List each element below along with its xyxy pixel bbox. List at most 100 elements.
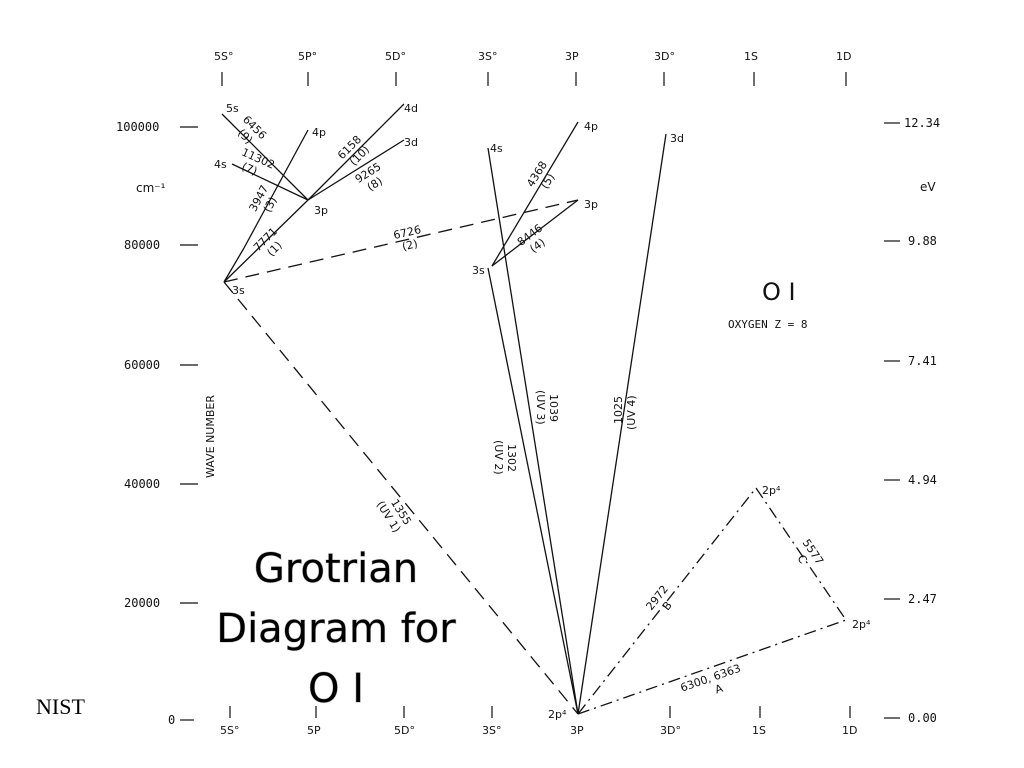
source-label: NIST (36, 694, 85, 719)
left-tick-40000: 40000 (124, 477, 160, 491)
transition-label-1355: 1355 (UV 1) (374, 497, 414, 535)
atom-title: O I (762, 278, 796, 306)
transition-line-6456 (221, 113, 309, 201)
top-term-3P: 3P (565, 50, 579, 63)
transition-line-5577 (755, 487, 847, 621)
level-2p4-1D: 2p⁴ (852, 618, 871, 631)
transition-label-3947: 3947 (3) (247, 183, 280, 215)
right-axis: 12.34 9.88 7.41 4.94 2.47 0.00 eV (884, 116, 940, 725)
transition-label-1025: 1025 (UV 4) (612, 395, 638, 430)
level-4d: 4d (404, 102, 418, 115)
transition-label-6456: 6456 (9) (235, 113, 269, 147)
overlay-title-line-1: Grotrian (254, 546, 418, 592)
right-tick-0.00: 0.00 (908, 711, 937, 725)
left-tick-80000: 80000 (124, 238, 160, 252)
transition-label-6300: 6300, 6363 A (679, 662, 743, 697)
svg-text:(7): (7) (240, 160, 260, 178)
svg-text:1039: 1039 (547, 394, 560, 422)
transition-line-7771 (223, 199, 309, 283)
bottom-term-1D: 1D (842, 724, 857, 737)
quintet-transitions (221, 103, 579, 283)
transition-line-6726 (223, 199, 579, 283)
overlay-title: Grotrian Diagram for O I (216, 546, 457, 713)
transition-line-8446 (491, 199, 579, 267)
level-5s: 5s (226, 102, 239, 115)
overlay-title-line-2: Diagram for (216, 606, 456, 652)
top-term-5P: 5P° (298, 50, 317, 63)
svg-text:(2): (2) (401, 237, 419, 253)
level-link-3s (223, 247, 245, 283)
left-tick-0: 0 (168, 713, 175, 727)
transition-line-1025 (577, 133, 667, 715)
level-3s-quintet: 3s (232, 284, 245, 297)
triplet-transitions (223, 121, 667, 715)
svg-text:(3): (3) (261, 195, 280, 215)
left-tick-20000: 20000 (124, 596, 160, 610)
top-term-1D: 1D (836, 50, 851, 63)
level-4s-triplet: 4s (490, 142, 503, 155)
level-3d-triplet: 3d (670, 132, 684, 145)
level-2p4-ground: 2p⁴ (548, 708, 567, 721)
overlay-title-line-3: O I (308, 666, 364, 712)
bottom-term-1S: 1S (752, 724, 766, 737)
svg-text:1025: 1025 (612, 396, 625, 424)
right-tick-4.94: 4.94 (908, 473, 937, 487)
transition-label-11302: 11302 (7) (239, 146, 276, 179)
left-axis-unit: cm⁻¹ (136, 181, 166, 195)
level-3p-triplet: 3p (584, 198, 598, 211)
transition-line-1355 (223, 281, 579, 715)
transition-label-1039: 1039 (UV 3) (534, 390, 560, 425)
top-term-5S: 5S° (214, 50, 233, 63)
left-axis: 100000 80000 60000 40000 20000 0 cm⁻¹ WA… (116, 120, 217, 727)
transition-line-1039 (487, 147, 579, 715)
top-term-labels: 5S° 5P° 5D° 3S° 3P 3D° 1S 1D (214, 50, 851, 86)
svg-text:(UV 2): (UV 2) (492, 440, 505, 475)
top-term-5D: 5D° (385, 50, 406, 63)
bottom-term-5D: 5D° (394, 724, 415, 737)
bottom-term-5P: 5P (307, 724, 321, 737)
svg-text:6300, 6363: 6300, 6363 (679, 662, 743, 695)
level-labels: 5s 4s 3s 4p 3p 4d 3d 4s 3s 4p 3p 3d 2p⁴ … (214, 102, 871, 721)
transition-line-1302 (487, 267, 579, 715)
right-tick-2.47: 2.47 (908, 592, 937, 606)
level-3p-quintet: 3p (314, 204, 328, 217)
transition-label-2972: 2972 B (644, 583, 675, 613)
bottom-term-3P: 3P (570, 724, 584, 737)
svg-text:1302: 1302 (505, 444, 518, 472)
level-4p-quintet: 4p (312, 126, 326, 139)
atom-subtitle: OXYGEN Z = 8 (728, 318, 807, 331)
svg-text:6726: 6726 (392, 223, 422, 242)
svg-text:C: C (794, 552, 809, 566)
atom-heading: O I OXYGEN Z = 8 (728, 278, 807, 331)
left-tick-60000: 60000 (124, 358, 160, 372)
transition-label-7771: 7771 (1) (251, 225, 285, 259)
svg-text:(UV 3): (UV 3) (534, 390, 547, 425)
left-tick-100000: 100000 (116, 120, 159, 134)
bottom-term-3S: 3S° (482, 724, 501, 737)
transition-line-6300 (577, 619, 847, 715)
right-tick-7.41: 7.41 (908, 354, 937, 368)
left-axis-title: WAVE NUMBER (204, 395, 217, 478)
transition-label-6726: 6726 (2) (392, 223, 422, 253)
level-4s-quintet: 4s (214, 158, 227, 171)
level-3s-triplet: 3s (472, 264, 485, 277)
svg-text:(UV 4): (UV 4) (625, 395, 638, 430)
transition-line-3947 (243, 129, 309, 249)
transition-line-4368 (491, 121, 579, 267)
top-term-3D: 3D° (654, 50, 675, 63)
bottom-term-labels: 5S° 5P 5D° 3S° 3P 3D° 1S 1D (220, 706, 857, 737)
right-axis-unit: eV (920, 180, 936, 194)
right-tick-12.34: 12.34 (904, 116, 940, 130)
bottom-term-3D: 3D° (660, 724, 681, 737)
level-4p-triplet: 4p (584, 120, 598, 133)
top-term-3S: 3S° (478, 50, 497, 63)
bottom-term-5S: 5S° (220, 724, 239, 737)
transition-label-5577: 5577 C (794, 537, 826, 567)
transition-line-6158 (307, 103, 405, 201)
svg-text:A: A (713, 682, 725, 697)
transition-line-11302 (231, 163, 309, 201)
top-term-1S: 1S (744, 50, 758, 63)
level-3d-quintet: 3d (404, 136, 418, 149)
svg-text:B: B (660, 599, 675, 613)
